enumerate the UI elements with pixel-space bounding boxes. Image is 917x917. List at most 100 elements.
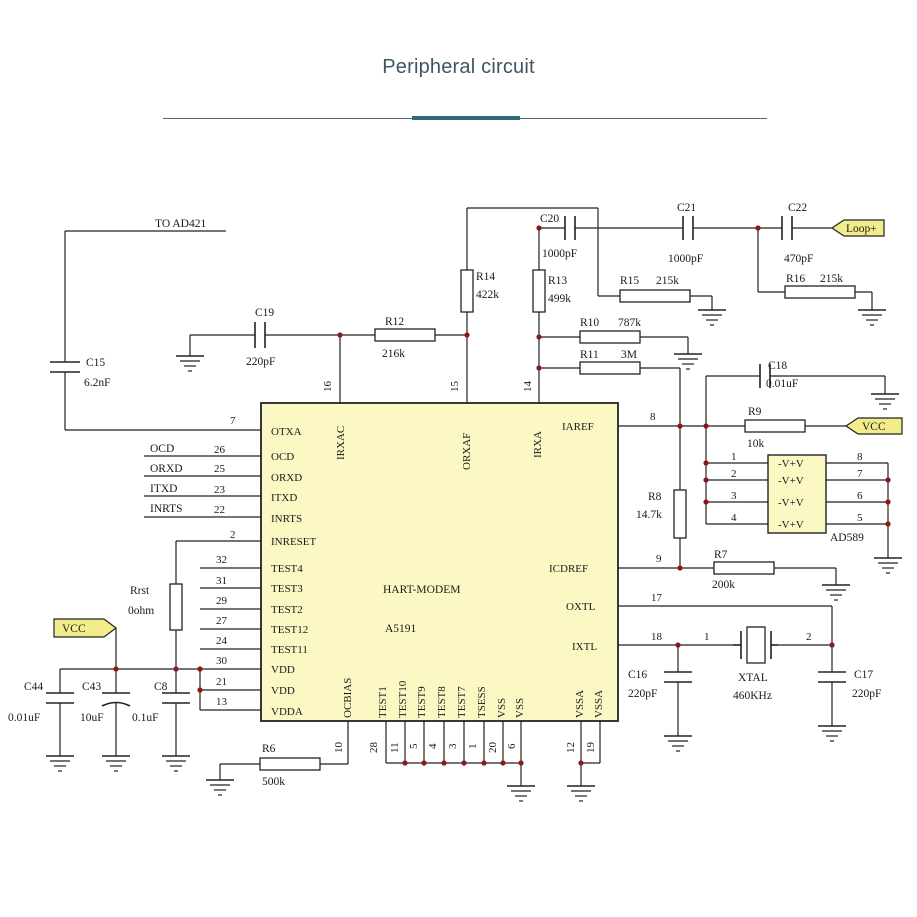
c44-val: 0.01uF (8, 712, 40, 724)
pin-tsess-name: TSESS (476, 686, 488, 718)
ad589-row3-label: -V+V (778, 497, 804, 509)
pin-ocbias-name: OCBIAS (342, 678, 354, 718)
pin-27-num: 27 (216, 615, 228, 627)
c19-ref: C19 (255, 307, 274, 319)
r9-resistor (744, 419, 806, 433)
pin-29-num: 29 (216, 595, 228, 607)
ground-icon (663, 725, 693, 752)
ground-icon (161, 745, 191, 772)
junction (536, 334, 542, 340)
pin-4-num: 4 (427, 743, 439, 749)
r16-ref: R16 (786, 273, 805, 285)
c21-val: 1000pF (668, 253, 703, 265)
r14-val: 422k (476, 289, 499, 301)
c20-ref: C20 (540, 213, 559, 225)
pin-test11-name: TEST11 (271, 644, 308, 656)
ad589-pin4: 4 (731, 512, 737, 524)
pin-oxtl-name: OXTL (566, 601, 596, 613)
r14-ref: R14 (476, 271, 495, 283)
junction (703, 499, 709, 505)
pin-vdda-name: VDDA (271, 706, 303, 718)
junction (885, 499, 891, 505)
pin-orxd-name: ORXD (271, 472, 302, 484)
c17-capacitor (818, 671, 846, 683)
pin-1-num: 1 (467, 744, 479, 750)
junction (829, 642, 835, 648)
junction (677, 565, 683, 571)
c8-capacitor (162, 692, 190, 704)
r7-wires (774, 567, 837, 575)
hart-modem-chip (260, 402, 619, 722)
pin-17-num: 17 (651, 592, 663, 604)
c18-ref: C18 (768, 360, 787, 372)
r7-val: 200k (712, 579, 735, 591)
ground-icon (821, 574, 851, 601)
c8-val: 0.1uF (132, 712, 159, 724)
pin-5-num: 5 (408, 743, 420, 749)
c22-val: 470pF (784, 253, 813, 265)
c17-ref: C17 (854, 669, 873, 681)
ad589-pin5: 5 (857, 512, 863, 524)
c21-ref: C21 (677, 202, 696, 214)
junction (337, 332, 343, 338)
loop-port (830, 219, 885, 237)
r11-resistor (579, 361, 641, 375)
c22-capacitor (781, 216, 793, 240)
iaref-network-wires (705, 375, 889, 548)
ad589-pin2: 2 (731, 468, 737, 480)
pin-15-num: 15 (449, 381, 461, 393)
pin-test1-name: TEST1 (377, 686, 389, 718)
junction (703, 460, 709, 466)
pin-6-num: 6 (506, 743, 518, 749)
r15-resistor (619, 289, 691, 303)
vcc-left-label: VCC (62, 623, 86, 635)
r16-resistor (784, 285, 856, 299)
c19-r12-wires (189, 334, 467, 346)
c22-ref: C22 (788, 202, 807, 214)
signal-inrts: INRTS (150, 503, 183, 515)
ad589-row4-label: -V+V (778, 519, 804, 531)
vcc-left-port (53, 618, 117, 638)
c18-capacitor (759, 364, 771, 388)
pin-test4-name: TEST4 (271, 563, 303, 575)
pin-23-num: 23 (214, 484, 226, 496)
top-pins: IRXAC ORXAF IRXA 16 15 14 (322, 381, 544, 471)
pin-icdref-name: ICDREF (549, 563, 588, 575)
c16-val: 220pF (628, 688, 657, 700)
signal-itxd: ITXD (150, 483, 177, 495)
pin-vdd1-name: VDD (271, 664, 295, 676)
pin-test7-name: TEST7 (456, 686, 468, 718)
c15-val: 6.2nF (84, 377, 111, 389)
xtal-val: 460KHz (733, 690, 772, 702)
pin-31-num: 31 (216, 575, 227, 587)
ad589-pin1: 1 (731, 451, 737, 463)
c20-val: 1000pF (542, 248, 577, 260)
vcc-right-label: VCC (862, 421, 886, 433)
ground-icon (817, 715, 847, 742)
pin-ocd-name: OCD (271, 451, 294, 463)
c17-val: 220pF (852, 688, 881, 700)
ground-icon (175, 345, 205, 372)
c19-val: 220pF (246, 356, 275, 368)
signal-ocd: OCD (150, 443, 174, 455)
r12-ref: R12 (385, 316, 404, 328)
r7-ref: R7 (714, 549, 728, 561)
ad589-row1-label: -V+V (778, 458, 804, 470)
pin-18-num: 18 (651, 631, 663, 643)
chip-name: HART-MODEM (383, 584, 460, 596)
ground-icon (101, 745, 131, 772)
pin-iaref-name: IAREF (562, 421, 594, 433)
page-title: Peripheral circuit (382, 56, 535, 78)
pin-11-num: 11 (389, 742, 401, 753)
pin-30-num: 30 (216, 655, 228, 667)
top-feedback-wires (467, 207, 873, 568)
pin-vdd2-name: VDD (271, 685, 295, 697)
r6-val: 500k (262, 776, 285, 788)
ground-icon (45, 745, 75, 772)
r13-val: 499k (548, 293, 571, 305)
left-pin-numbers: 7 26 25 23 22 2 32 31 29 27 24 30 21 13 (214, 415, 236, 708)
pin-22-num: 22 (214, 504, 225, 516)
bottom-pin-names: OCBIAS TEST1 TEST10 TEST9 TEST8 TEST7 TS… (342, 678, 605, 718)
vcc-right-port (844, 417, 903, 435)
